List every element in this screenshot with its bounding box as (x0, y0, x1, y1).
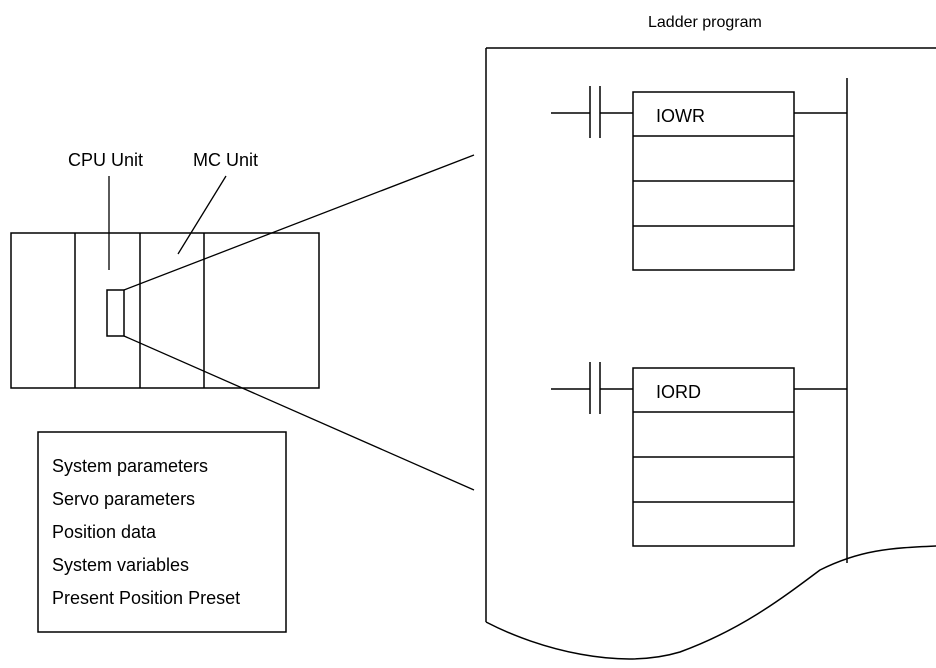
projection-line-top (123, 154, 475, 291)
data-items-box (37, 431, 287, 633)
iord-label: IORD (656, 382, 701, 402)
data-item: Present Position Preset (52, 588, 240, 608)
data-item: System variables (52, 555, 189, 575)
plc-rack (10, 232, 320, 389)
memory-chip (106, 289, 125, 337)
rung-iowr: IOWR (551, 86, 847, 271)
projection-line-bottom (123, 335, 475, 491)
mc-unit-leader (177, 175, 227, 255)
iowr-label: IOWR (656, 106, 705, 126)
cpu-unit-label: CPU Unit (68, 150, 143, 170)
ladder-program-title: Ladder program (648, 14, 762, 31)
data-item: Position data (52, 522, 157, 542)
ladder-program-page (485, 47, 936, 660)
data-item: System parameters (52, 456, 208, 476)
plc-rack-outline (10, 232, 320, 389)
mc-unit-label: MC Unit (193, 150, 258, 170)
rung-iord: IORD (551, 362, 847, 547)
data-item: Servo parameters (52, 489, 195, 509)
